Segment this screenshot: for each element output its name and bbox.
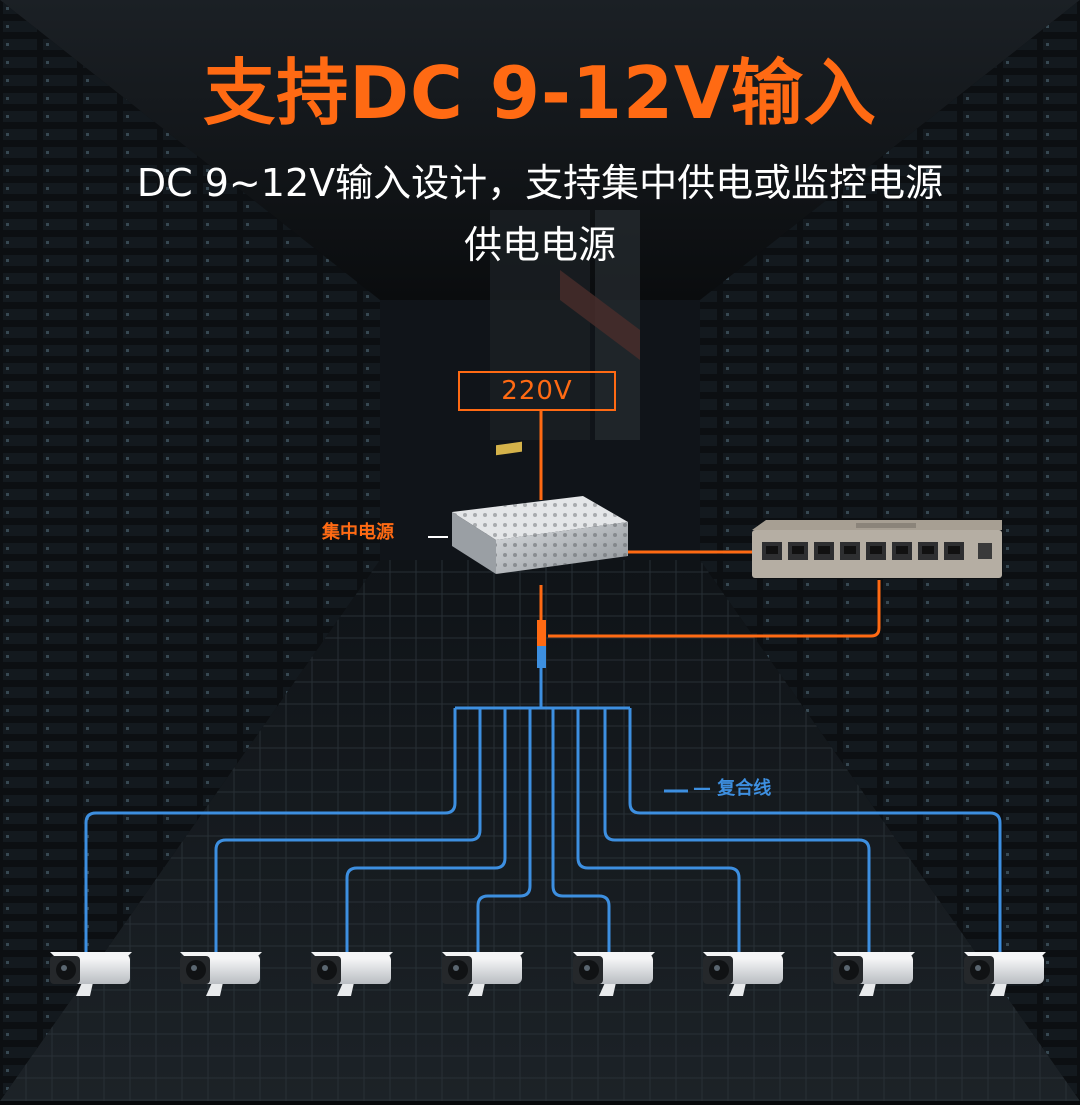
blue-branch-cable-2 [214,708,482,958]
blue-branch-cable-1 [84,708,457,958]
switch-port-socket [818,546,830,554]
network-switch-icon [752,520,1002,578]
switch-port-socket [844,546,856,554]
switch-logo [856,523,916,528]
bullet-camera-icon [573,952,655,996]
bullet-camera-icon [50,952,132,996]
camera-lens-glint [975,965,981,971]
switch-port-socket [896,546,908,554]
camera-lens-glint [584,965,590,971]
psu-front [452,512,496,574]
switch-power-jack [978,543,992,559]
blue-branch-cable-5 [551,708,611,958]
voltage-input-box: 220V [458,371,616,411]
psu-sticker [496,441,522,456]
switch-port-socket [766,546,778,554]
switch-port-socket [922,546,934,554]
subtitle-line-1: DC 9~12V输入设计，支持集中供电或监控电源 [136,161,944,205]
splice-connector-top [537,620,546,646]
bullet-camera-icon [442,952,524,996]
bullet-camera-icon [964,952,1046,996]
camera-lens-glint [191,965,197,971]
splice-connector-bottom [537,646,546,668]
bullet-camera-icon [180,952,262,996]
switch-port-socket [948,546,960,554]
headline: 支持DC 9-12V输入 [203,51,877,135]
blue-branch-cable-6 [576,708,741,958]
camera-lens-glint [322,965,328,971]
power-supply-unit-icon [452,441,628,574]
bullet-camera-icon [311,952,393,996]
camera-lens-glint [453,965,459,971]
subtitle-line-2: 供电电源 [463,223,616,267]
blue-branch-cable-8 [628,708,1002,958]
composite-cable-label: — 复合线 [693,778,772,799]
bullet-camera-icon [833,952,915,996]
camera-lens-glint [61,965,67,971]
switch-port-socket [792,546,804,554]
psu-top-vents [452,496,628,540]
camera-lens-glint [714,965,720,971]
blue-branch-cable-4 [476,708,532,958]
blue-branch-cable-7 [603,708,871,958]
blue-branch-cable-3 [345,708,507,958]
psu-side-vents [496,522,628,574]
switch-port-socket [870,546,882,554]
camera-lens-glint [844,965,850,971]
power-supply-label: 集中电源 [322,522,394,543]
orange-wire-switch-return [548,580,881,638]
bullet-camera-icon [703,952,785,996]
